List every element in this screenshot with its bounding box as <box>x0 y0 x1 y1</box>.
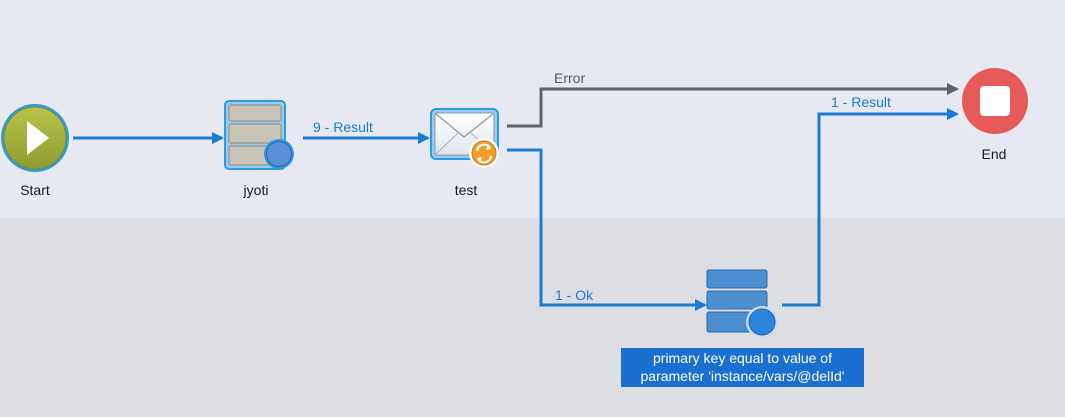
query-node[interactable] <box>706 269 778 338</box>
jyoti-node[interactable] <box>224 100 294 170</box>
test-label: test <box>454 182 478 198</box>
query-node-label-line-2: parameter 'instance/vars/@delId' <box>640 368 845 384</box>
transition-label-error: Error <box>554 70 586 86</box>
jyoti-label: jyoti <box>243 182 269 198</box>
transition-label-jyoti-to-test: 9 - Result <box>313 119 373 135</box>
play-icon <box>27 121 49 155</box>
canvas-top-area <box>0 0 1065 218</box>
test-node[interactable] <box>430 108 499 168</box>
database-query-icon <box>706 269 778 338</box>
query-node-label: primary key equal to value of parameter … <box>621 348 864 387</box>
canvas-bottom-area <box>0 218 1065 417</box>
end-label: End <box>981 146 1007 162</box>
transition-label-result: 1 - Result <box>831 94 891 110</box>
transition-label-ok: 1 - Ok <box>555 287 594 303</box>
query-node-label-line-1: primary key equal to value of <box>653 350 832 366</box>
transition-test-error[interactable] <box>507 83 959 128</box>
start-node[interactable] <box>1 104 69 172</box>
transition-query-result[interactable] <box>782 108 959 307</box>
database-query-icon <box>228 104 294 169</box>
email-delivery-icon <box>434 112 499 168</box>
transition-test-ok[interactable] <box>507 148 707 311</box>
start-label: Start <box>20 182 50 198</box>
end-node[interactable] <box>960 66 1030 136</box>
stop-icon <box>980 86 1010 116</box>
